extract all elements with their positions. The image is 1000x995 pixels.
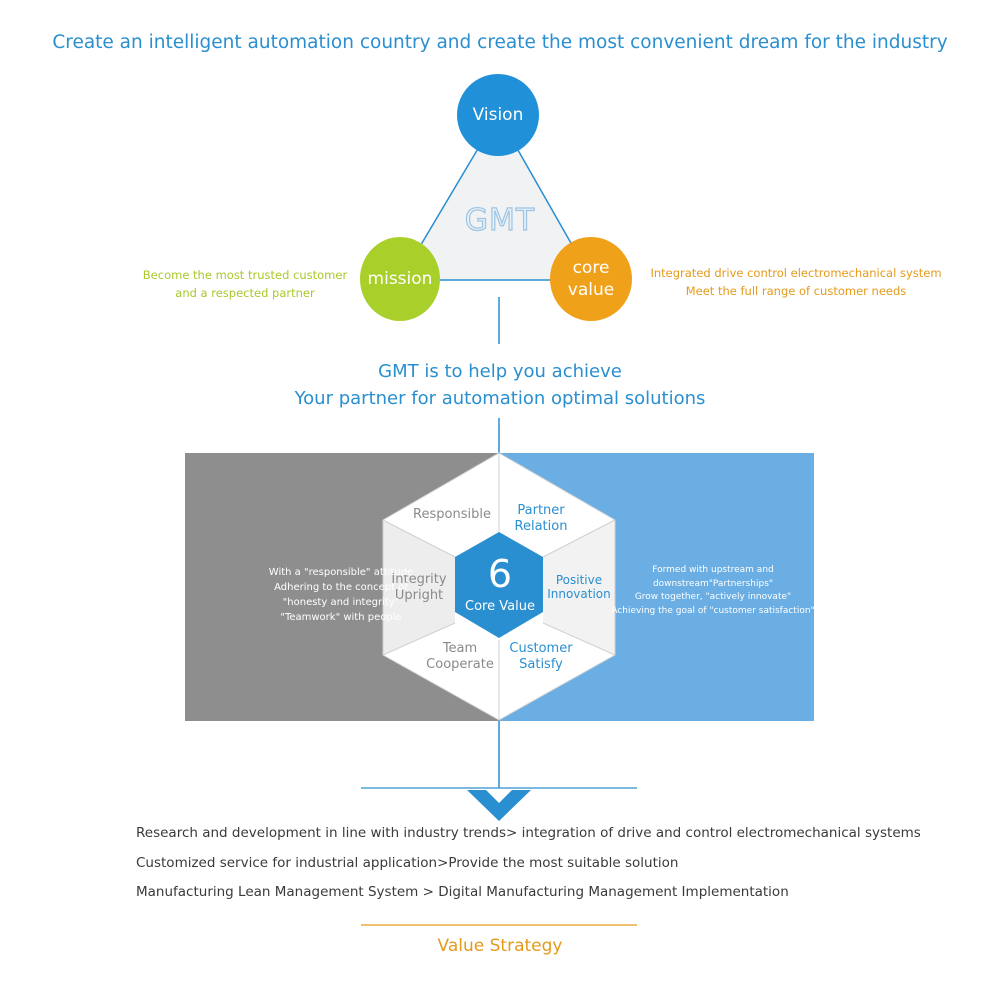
- hex-label-positive: Positive Innovation: [542, 573, 616, 601]
- strategy-item: Manufacturing Lean Management System > D…: [136, 884, 789, 900]
- customer-line1: Customer: [509, 641, 573, 656]
- integrity-line2: Upright: [394, 588, 444, 603]
- core-value-center-label: Core Value: [465, 599, 535, 614]
- left-panel-line: "Teamwork" with people: [280, 612, 402, 623]
- middle-title-line2: Your partner for automation optimal solu…: [294, 388, 706, 409]
- middle-title: GMT is to help you achieve Your partner …: [0, 358, 1000, 412]
- chevron-down-icon: [467, 790, 531, 821]
- hex-segment-positive: [543, 520, 615, 655]
- hex-label-customer: Customer Satisfy: [500, 641, 582, 673]
- hex-segment-integrity: [383, 520, 455, 655]
- hex-label-partner: Partner Relation: [500, 503, 582, 535]
- headline: Create an intelligent automation country…: [52, 32, 948, 53]
- mission-note: Become the most trusted customer and a r…: [140, 266, 350, 302]
- left-panel-text: With a "responsible" attitude Adhering t…: [200, 565, 482, 625]
- left-panel-line: Adhering to the concept of: [274, 582, 408, 593]
- value-strategy-title: Value Strategy: [437, 936, 563, 956]
- left-panel-line: "honesty and integrity": [282, 597, 400, 608]
- customer-line2: Satisfy: [519, 657, 563, 672]
- hex-label-responsible: Responsible: [413, 507, 491, 522]
- right-panel-line: downstream"Partnerships": [652, 578, 774, 589]
- positive-line2: Innovation: [547, 587, 611, 601]
- mission-note-line2: and a respected partner: [175, 286, 315, 300]
- strategy-item: Customized service for industrial applic…: [136, 855, 679, 871]
- core-value-label-line1: core: [572, 258, 610, 278]
- core-note-line2: Meet the full range of customer needs: [685, 284, 907, 298]
- center-hexagon: [455, 532, 543, 638]
- positive-line1: Positive: [555, 573, 603, 587]
- team-line1: Team: [442, 641, 478, 656]
- integrity-line1: Integrity: [391, 572, 447, 587]
- vision-circle: Vision: [457, 74, 539, 156]
- hex-label-team: Team Cooperate: [410, 641, 510, 673]
- right-panel-text: Formed with upstream and downstream"Part…: [600, 564, 826, 618]
- core-note-line1: Integrated drive control electromechanic…: [650, 266, 942, 280]
- middle-title-line1: GMT is to help you achieve: [378, 361, 622, 382]
- vision-label: Vision: [472, 105, 524, 125]
- right-panel-line: Formed with upstream and: [652, 565, 774, 575]
- gmt-triangle: [398, 113, 594, 281]
- gmt-mark: GMT: [464, 202, 536, 238]
- core-value-note: Integrated drive control electromechanic…: [646, 264, 946, 300]
- right-panel-line: Achieving the goal of "customer satisfac…: [611, 605, 815, 616]
- right-panel-line: Grow together, "actively innovate": [634, 592, 792, 602]
- left-panel-line: With a "responsible" attitude: [268, 567, 414, 578]
- team-line2: Cooperate: [426, 657, 494, 672]
- core-value-number: 6: [487, 552, 513, 596]
- mission-label: mission: [367, 269, 433, 289]
- partner-line1: Partner: [517, 503, 565, 518]
- core-value-label-line2: value: [567, 280, 615, 300]
- strategy-item: Research and development in line with in…: [136, 825, 921, 841]
- core-value-circle: core value: [550, 237, 632, 321]
- mission-circle: mission: [360, 237, 440, 321]
- partner-line2: Relation: [514, 519, 568, 534]
- mission-note-line1: Become the most trusted customer: [142, 268, 348, 282]
- hex-label-integrity: Integrity Upright: [385, 572, 453, 604]
